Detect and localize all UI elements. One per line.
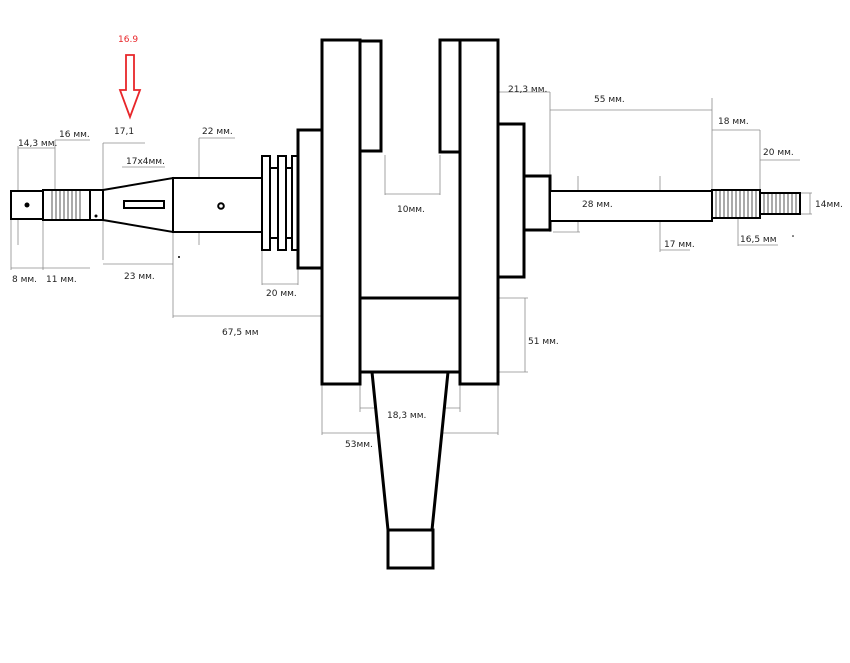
dim-label-17: 17 мм. xyxy=(664,240,695,250)
dim-label-55: 55 мм. xyxy=(594,95,625,105)
right-spline-hatch xyxy=(715,191,757,217)
left-stub-hole xyxy=(24,202,30,208)
right-web-step xyxy=(438,38,462,154)
left-flange xyxy=(296,128,324,270)
right-flange xyxy=(496,122,526,279)
dim-label-53: 53мм. xyxy=(345,440,373,450)
dim-label-67-5: 67,5 мм xyxy=(222,328,258,338)
left-spline-section xyxy=(42,189,91,221)
dim-label-8: 8 мм. xyxy=(12,275,37,285)
down-arrow-icon xyxy=(118,54,142,120)
dim-label-21-3: 21,3 мм. xyxy=(508,85,547,95)
dim-label-18-3: 18,3 мм. xyxy=(387,411,426,421)
dim-label-20-left: 20 мм. xyxy=(266,289,297,299)
dim-label-51: 51 мм. xyxy=(528,337,559,347)
dim-label-20-right: 20 мм. xyxy=(763,148,794,158)
dimension-labels: 14,3 мм. 16 мм. 17,1 22 мм. 17x4мм. 8 мм… xyxy=(12,85,843,450)
dim-label-17-1: 17,1 xyxy=(114,127,134,137)
right-web xyxy=(458,38,500,386)
callout-value: 16.9 xyxy=(118,35,138,45)
dim-label-23: 23 мм. xyxy=(124,272,155,282)
dim-label-16-5: 16,5 мм xyxy=(740,235,776,245)
dim-label-10: 10мм. xyxy=(397,205,425,215)
dim-label-14-3: 14,3 мм. xyxy=(18,139,57,149)
rod-small-end xyxy=(386,528,435,570)
left-shaft xyxy=(10,128,324,270)
callout: 16.9 xyxy=(118,35,142,120)
dim-label-17x4: 17x4мм. xyxy=(126,157,165,167)
dim-label-28: 28 мм. xyxy=(582,200,613,210)
left-spline-hatch xyxy=(51,191,81,219)
crank-assembly xyxy=(320,38,500,570)
dim-label-14: 14мм. xyxy=(815,200,843,210)
dim-label-11: 11 мм. xyxy=(46,275,77,285)
crank-pin xyxy=(358,296,462,374)
left-web xyxy=(320,38,362,386)
thread-hatch xyxy=(763,194,797,213)
right-shaft xyxy=(496,122,801,279)
keyway xyxy=(123,200,165,209)
dim-label-22: 22 мм. xyxy=(202,127,233,137)
left-web-step xyxy=(358,39,383,153)
connecting-rod xyxy=(370,370,450,532)
right-shaft-body xyxy=(549,190,713,222)
fin-1 xyxy=(261,155,271,251)
fin-2 xyxy=(277,155,287,251)
journal-hole xyxy=(217,202,225,210)
dim-label-16: 16 мм. xyxy=(59,130,90,140)
dim-label-18: 18 мм. xyxy=(718,117,749,127)
right-collar xyxy=(522,174,552,232)
